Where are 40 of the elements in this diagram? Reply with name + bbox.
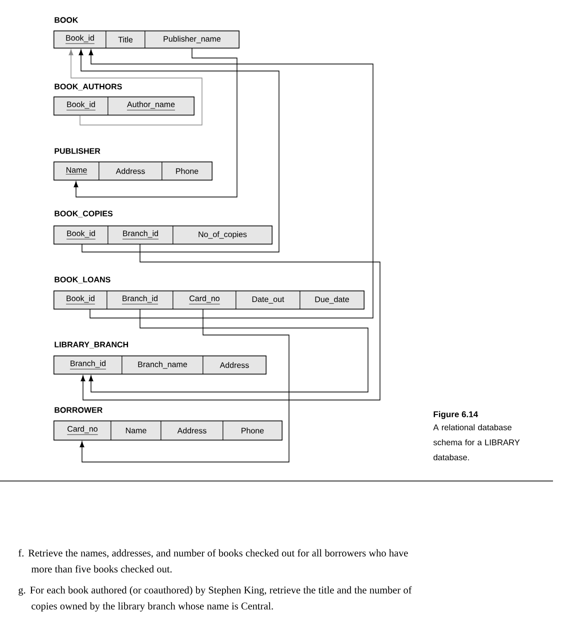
attribute-cell: Phone — [162, 162, 212, 180]
attribute-cell: Address — [160, 420, 224, 440]
foreign-key-arrow — [80, 308, 290, 462]
attribute-cell: Name — [54, 162, 100, 180]
attribute-cell: Book_id — [54, 96, 108, 116]
foreign-key-arrow — [80, 244, 380, 400]
attribute-cell: Card_no — [172, 290, 236, 310]
exercise-item: g. For each book authored (or coauthored) by Stephen King, retrieve the title and the number of copies owned by the library branch whose name is Central. — [18, 586, 412, 612]
table-name: LIBRARY_BRANCH — [54, 342, 128, 348]
attribute-cell: Phone — [222, 420, 282, 440]
table-name: BORROWER — [54, 407, 102, 413]
attribute-cell: Due_date — [300, 290, 364, 310]
table-name: BOOK_LOANS — [54, 276, 110, 284]
foreign-key-arrow — [74, 48, 238, 198]
exercise-item: f. Retrieve the names, addresses, and number of books checked out for all borrowers who have more than five books checked out. — [18, 549, 408, 573]
attribute-cell: Book_id — [54, 290, 108, 310]
foreign-key-arrow — [88, 49, 374, 318]
attribute-cell: Book_id — [54, 30, 106, 48]
attribute-cell: Branch_id — [106, 290, 174, 310]
figure-caption: A relational database schema for a LIBRARY database. — [433, 424, 520, 460]
attribute-cell: Card_no — [54, 420, 112, 440]
attribute-cell: No_of_copies — [172, 226, 272, 244]
figure-number: Figure 6.14 — [434, 411, 478, 419]
table-name: BOOK_AUTHORS — [54, 84, 122, 90]
attribute-cell: Name — [110, 420, 162, 440]
foreign-key-arrow — [68, 49, 202, 126]
foreign-key-arrow — [88, 308, 368, 392]
attribute-cell: Date_out — [236, 290, 300, 310]
table-name: BOOK_COPIES — [54, 210, 113, 218]
attribute-cell: Branch_name — [122, 356, 204, 374]
table-name: BOOK — [54, 17, 78, 23]
attribute-cell: Branch_id — [54, 356, 122, 374]
table-name: PUBLISHER — [54, 148, 100, 154]
attribute-cell: Book_id — [54, 226, 108, 244]
attribute-cell: Address — [202, 356, 266, 374]
attribute-cell: Title — [106, 30, 146, 48]
attribute-cell: Branch_id — [108, 226, 174, 244]
attribute-cell: Author_name — [108, 96, 194, 116]
foreign-key-arrow — [78, 49, 280, 252]
attribute-cell: Address — [98, 162, 162, 180]
